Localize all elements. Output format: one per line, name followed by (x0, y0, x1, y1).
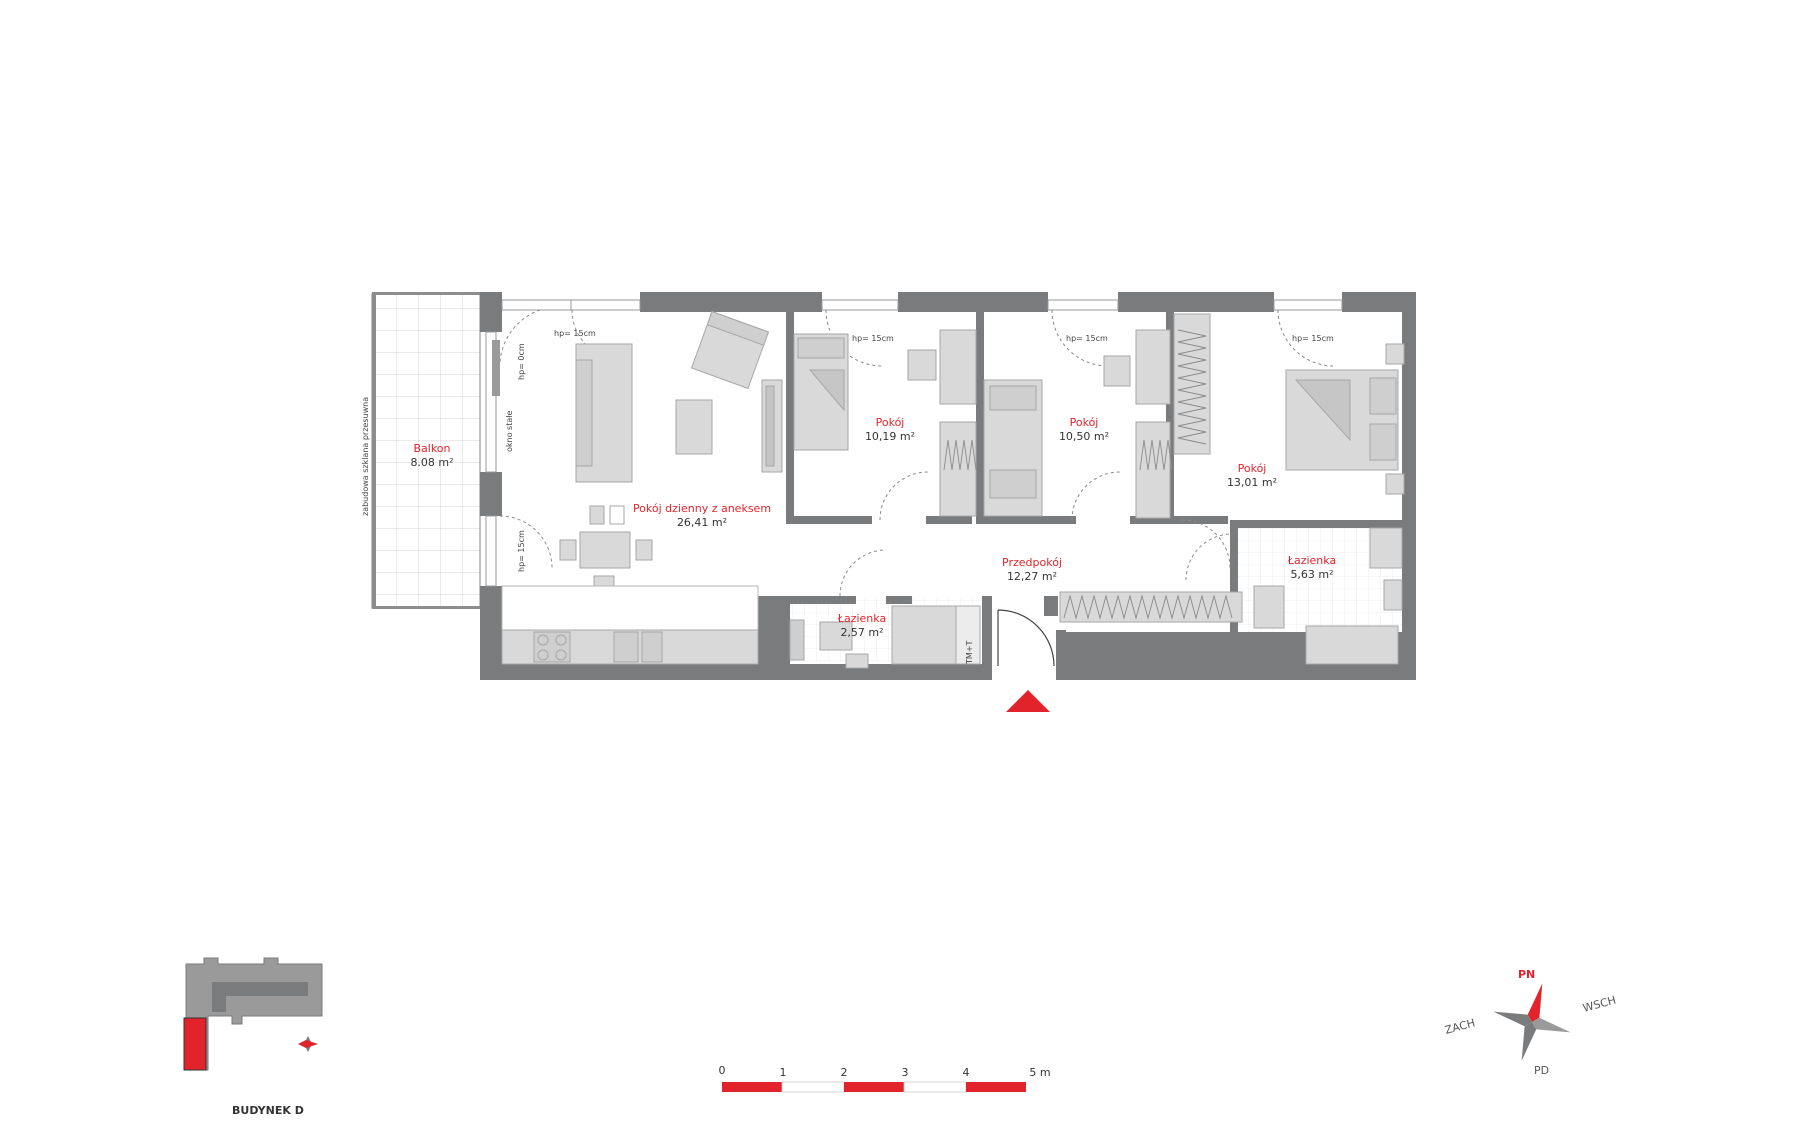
compass-west: ZACH (1443, 1016, 1476, 1037)
scale-label-1: 1 (780, 1066, 787, 1079)
scale-label-4: 4 (963, 1066, 970, 1079)
plan-notes: zabudowa szklana przesuwna okno stałe hp… (361, 329, 1334, 665)
room-area-balkon: 8.08 m² (410, 456, 453, 469)
room-area-bath-large: 5,63 m² (1290, 568, 1333, 581)
note-hp0: hp= 0cm (517, 343, 526, 380)
scale-label-3: 3 (902, 1066, 909, 1079)
compass-north: PN (1518, 968, 1535, 981)
building-key: BUDYNEK D (183, 957, 323, 1117)
note-hp15-living-top: hp= 15cm (554, 329, 596, 338)
walls (480, 292, 1416, 680)
room-name-bath-small: Łazienka (837, 612, 886, 625)
note-hp15-room2: hp= 15cm (1066, 334, 1108, 343)
room-area-room3: 13,01 m² (1227, 476, 1277, 489)
room-area-room1: 10,19 m² (865, 430, 915, 443)
room-name-hall: Przedpokój (1002, 556, 1062, 569)
note-meter: TM+T (965, 641, 974, 665)
room-area-room2: 10,50 m² (1059, 430, 1109, 443)
scale-bar: 0 1 2 3 4 5 m (719, 1064, 1051, 1093)
note-fixed-window: okno stałe (505, 410, 514, 452)
entrance-door (997, 609, 1055, 667)
compass: PN WSCH ZACH PD (1443, 968, 1617, 1077)
building-label: BUDYNEK D (232, 1104, 304, 1117)
room-area-living: 26,41 m² (677, 516, 727, 529)
room-name-room2: Pokój (1070, 416, 1099, 429)
scale-label-2: 2 (841, 1066, 848, 1079)
compass-south: PD (1534, 1064, 1549, 1077)
room-name-living: Pokój dzienny z aneksem (633, 502, 771, 515)
door-swings (499, 309, 1335, 597)
wardrobe-hatching (943, 329, 1233, 620)
room-name-room3: Pokój (1238, 462, 1267, 475)
scale-label-5: 5 m (1029, 1066, 1050, 1079)
balcony (371, 292, 481, 609)
room-name-bath-large: Łazienka (1287, 554, 1336, 567)
room-name-room1: Pokój (876, 416, 905, 429)
note-glazing: zabudowa szklana przesuwna (361, 397, 370, 516)
scale-label-0: 0 (719, 1064, 726, 1077)
room-area-bath-small: 2,57 m² (840, 626, 883, 639)
note-hp15-room1: hp= 15cm (852, 334, 894, 343)
room-area-hall: 12,27 m² (1007, 570, 1057, 583)
room-labels: Balkon 8.08 m² Pokój dzienny z aneksem 2… (410, 416, 1336, 639)
note-hp15-living-left: hp= 15cm (517, 530, 526, 572)
note-hp15-room3: hp= 15cm (1292, 334, 1334, 343)
building-prefix: BUDYNEK (232, 1104, 295, 1117)
compass-east: WSCH (1581, 994, 1617, 1015)
windows (485, 299, 1343, 587)
entrance-arrow (1006, 690, 1050, 712)
building-letter: D (295, 1104, 304, 1117)
room-name-balkon: Balkon (413, 442, 450, 455)
